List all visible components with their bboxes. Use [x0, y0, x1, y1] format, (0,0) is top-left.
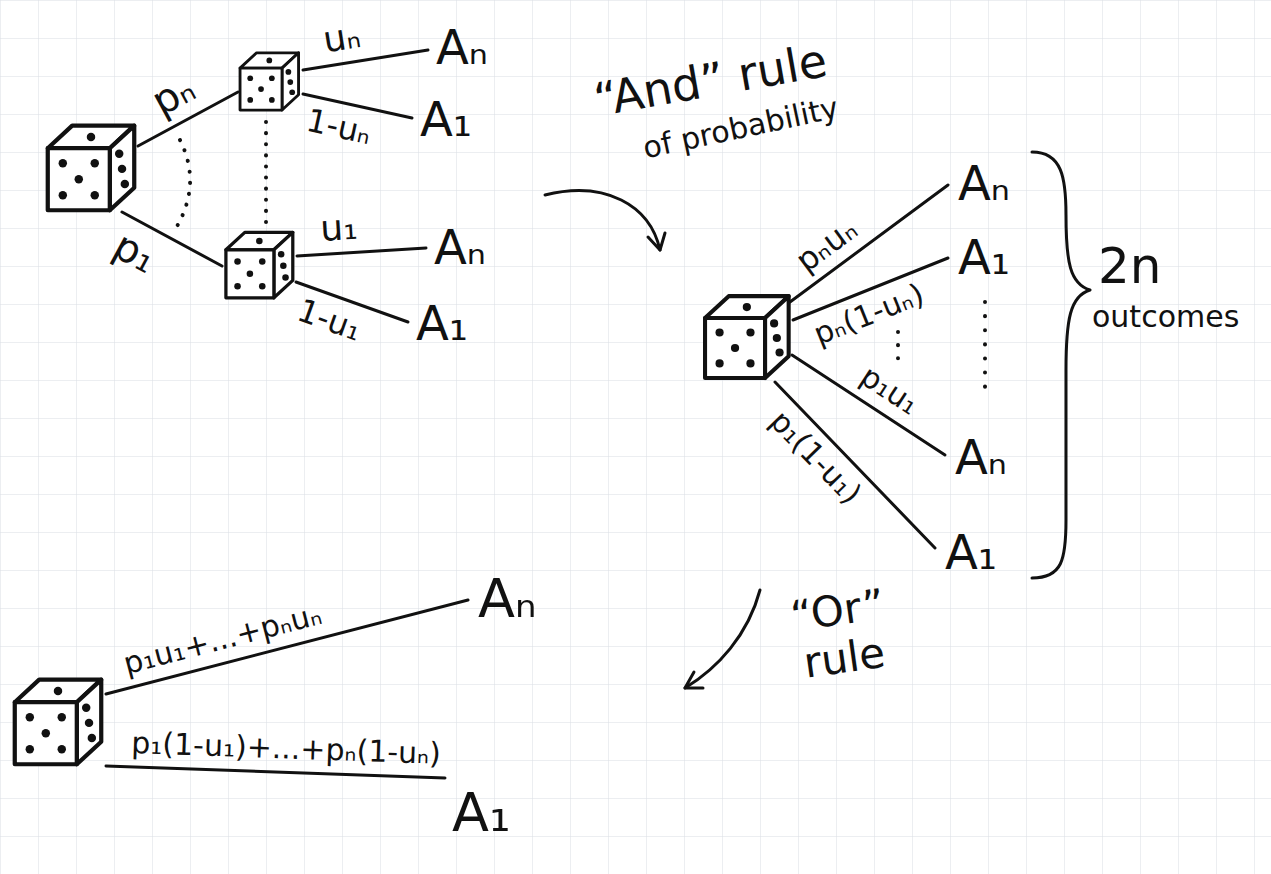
- ellipsis-dots: [983, 302, 987, 394]
- ellipsis-dots: [176, 140, 190, 228]
- probability-label: p₁u₁: [854, 359, 925, 422]
- probability-label: uₙ: [320, 14, 363, 61]
- probability-label: pₙuₙ: [789, 210, 864, 279]
- branch-line: [297, 248, 426, 256]
- outcome-label: Aₙ: [478, 568, 536, 630]
- count-label: 2n: [1098, 238, 1162, 296]
- outcome-label: Aₙ: [955, 430, 1007, 485]
- die-icon: [705, 296, 789, 378]
- probability-label: p₁: [106, 222, 164, 282]
- die-icon: [48, 126, 134, 211]
- ellipsis-dots: [264, 122, 268, 226]
- curly-brace: [1032, 152, 1090, 578]
- die-icon: [15, 680, 101, 765]
- arrow-head: [648, 233, 665, 250]
- probability-label: p₁(1-u₁)+...+pₙ(1-uₙ): [131, 726, 442, 771]
- outcome-label: A₁: [420, 92, 472, 147]
- arrow-head: [685, 672, 703, 688]
- rule-label: “Or” rule: [770, 578, 912, 692]
- outcome-label: A₁: [416, 296, 468, 351]
- probability-label: u₁: [319, 205, 359, 249]
- outcome-label: Aₙ: [958, 156, 1010, 211]
- outcome-label: A₁: [945, 525, 997, 580]
- probability-label: pₙ: [144, 64, 202, 124]
- probability-label: p₁(1-u₁): [763, 404, 868, 511]
- probability-label: pₙ(1-uₙ): [809, 277, 929, 352]
- outcome-label: Aₙ: [436, 20, 488, 75]
- curved-arrow: [545, 191, 660, 250]
- outcome-label: A₁: [958, 230, 1010, 285]
- probability-label: 1-u₁: [293, 292, 367, 349]
- outcome-label: A₁: [452, 782, 511, 844]
- ellipsis-dots: [896, 332, 900, 360]
- count-label: outcomes: [1092, 300, 1239, 335]
- probability-label: 1-uₙ: [304, 102, 375, 152]
- probability-label: p₁u₁+...+pₙuₙ: [120, 597, 325, 681]
- outcome-label: Aₙ: [434, 220, 486, 275]
- die-icon: [226, 232, 293, 297]
- branch-line: [303, 50, 428, 70]
- curved-arrow: [685, 590, 760, 688]
- die-icon: [240, 53, 299, 110]
